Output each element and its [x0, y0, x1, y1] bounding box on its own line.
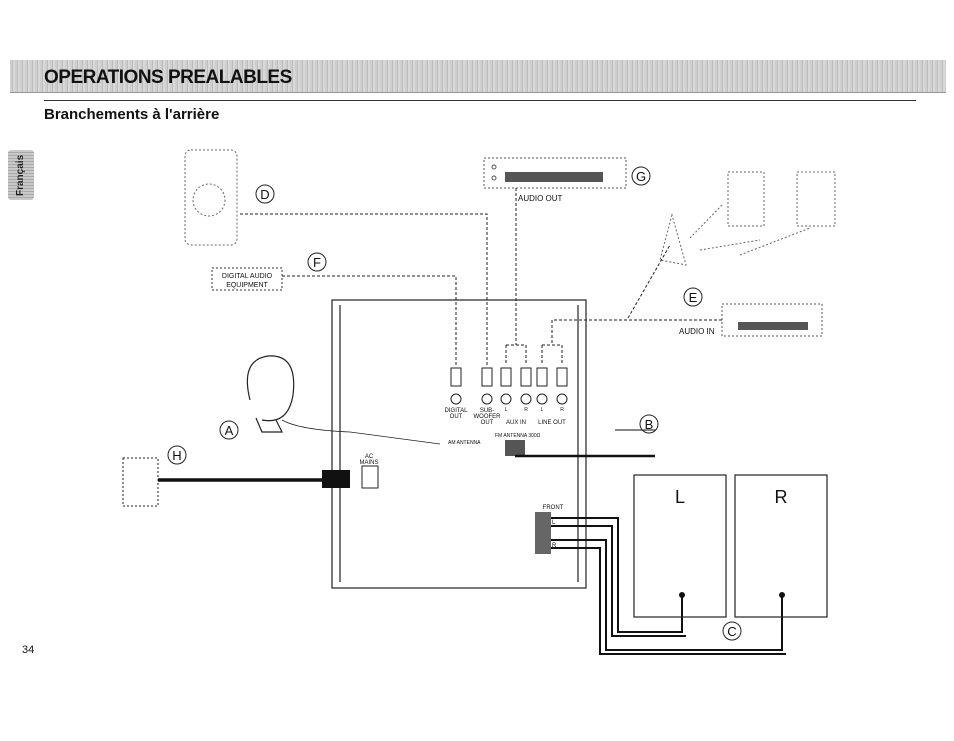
aux-r-label: R: [524, 407, 528, 413]
mains-cable: [122, 457, 379, 507]
section-banner: [10, 60, 946, 93]
callout-h: H: [172, 448, 181, 463]
am-antenna-label: AM ANTENNA: [448, 440, 481, 446]
callout-e: E: [689, 290, 698, 305]
page-subtitle: Branchements à l'arrière: [44, 106, 220, 123]
language-tab: Français: [8, 150, 34, 200]
callout-a: A: [225, 423, 234, 438]
rear-jacks: [450, 367, 568, 405]
speaker-right-label: R: [775, 487, 788, 507]
line-l-label: L: [541, 407, 544, 413]
fm-antenna-cable: [505, 429, 655, 458]
subwoofer-out-label-2: WOOFER: [474, 414, 502, 420]
audio-in-label: AUDIO IN: [679, 327, 715, 336]
digital-out-label-2: OUT: [450, 414, 463, 420]
callout-b: B: [645, 417, 654, 432]
aux-l-label: L: [505, 407, 508, 413]
callouts: [167, 166, 742, 641]
callout-g: G: [636, 169, 646, 184]
digital-audio-equipment-box: DIGITAL AUDIO EQUIPMENT: [211, 267, 283, 291]
front-speakers: L R: [633, 474, 828, 618]
am-loop-antenna: [246, 355, 441, 445]
speaker-cables: [551, 517, 786, 655]
signal-cables: [240, 188, 722, 365]
line-out-label: LINE OUT: [538, 420, 566, 426]
line-r-label: R: [560, 407, 564, 413]
aux-in-label: AUX IN: [506, 420, 526, 426]
callout-f: F: [313, 255, 321, 270]
wireless-speakers: [659, 171, 836, 266]
callout-c: C: [727, 624, 736, 639]
section-title: OPERATIONS PREALABLES: [44, 67, 292, 88]
subwoofer-out-label-1: SUB-: [480, 408, 494, 414]
page-number: 34: [22, 644, 35, 656]
digital-out-label-1: DIGITAL: [445, 408, 469, 414]
ac-mains-label-1: AC: [365, 454, 374, 460]
audio-out-label: AUDIO OUT: [518, 194, 563, 203]
front-r-label: R: [552, 543, 557, 549]
ac-mains-label-2: MAINS: [359, 460, 378, 466]
digital-audio-label-2: EQUIPMENT: [226, 282, 268, 289]
callout-letters: A B C D E F G H: [172, 169, 736, 639]
audio-source-device-g: AUDIO OUT: [483, 157, 627, 203]
subwoofer-out-label-3: OUT: [481, 420, 494, 426]
callout-d: D: [260, 187, 269, 202]
speaker-terminals: [535, 512, 551, 554]
subwoofer-illustration: [184, 149, 238, 246]
title-rule: [44, 100, 916, 101]
front-label: FRONT: [543, 505, 564, 511]
digital-audio-label-1: DIGITAL AUDIO: [222, 273, 273, 280]
front-l-label: L: [552, 520, 556, 526]
jack-labels: DIGITAL OUT SUB- WOOFER OUT L R L R AUX …: [359, 407, 566, 549]
speaker-left-label: L: [675, 487, 685, 507]
main-unit: [331, 299, 587, 589]
fm-antenna-label: FM ANTENNA 300Ω: [495, 433, 541, 439]
